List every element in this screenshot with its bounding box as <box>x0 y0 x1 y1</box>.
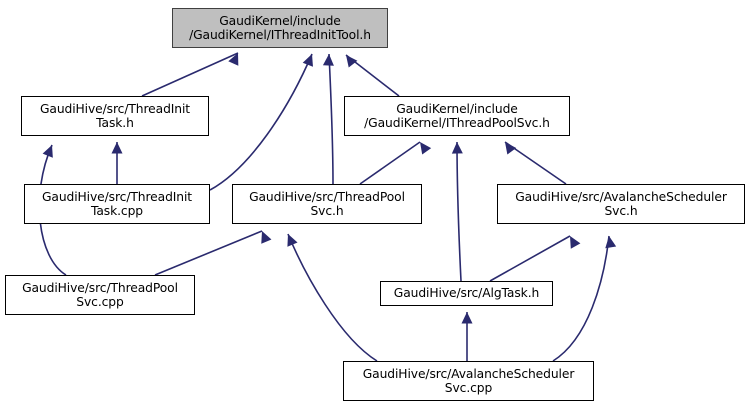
edge-avalancheschedulersvc_h-to-ithreadpoolsvc <box>504 141 567 185</box>
arrowhead-avalancheschedulersvc_h-to-ithreadpoolsvc <box>505 142 517 155</box>
edge-avalancheschedulersvc_cpp-to-avalancheschedulersvc_h <box>552 235 610 362</box>
arrowhead-avalancheschedulersvc_cpp-to-avalancheschedulersvc_h <box>605 236 617 249</box>
arrowhead-threadpoolsvc_cpp-to-threadinittask_h <box>42 145 53 158</box>
node-avalancheschedulersvc_h[interactable]: GaudiHive/src/AvalancheScheduler Svc.h <box>497 184 745 224</box>
edge-avalancheschedulersvc_cpp-to-threadpoolsvc_h <box>287 233 378 362</box>
edge-threadinittask_h-to-ithreadinittool <box>141 52 239 97</box>
node-label-threadinittask_h: GaudiHive/src/ThreadInit Task.h <box>39 101 191 131</box>
node-label-ithreadinittool: GaudiKernel/include /GaudiKernel/IThread… <box>189 13 371 43</box>
arrowhead-threadpoolsvc_cpp-to-threadpoolsvc_h <box>261 231 272 244</box>
node-threadinittask_h[interactable]: GaudiHive/src/ThreadInit Task.h <box>21 96 209 136</box>
node-avalancheschedulersvc_cpp[interactable]: GaudiHive/src/AvalancheScheduler Svc.cpp <box>343 361 594 401</box>
node-label-ithreadpoolsvc: GaudiKernel/include /GaudiKernel/IThread… <box>364 101 550 131</box>
node-threadpoolsvc_cpp[interactable]: GaudiHive/src/ThreadPool Svc.cpp <box>5 275 195 315</box>
arrowhead-threadinittask_cpp-to-ithreadinittool <box>302 54 313 67</box>
node-threadpoolsvc_h[interactable]: GaudiHive/src/ThreadPool Svc.h <box>232 184 422 224</box>
arrowhead-threadinittask_h-to-ithreadinittool <box>228 53 239 66</box>
node-ithreadinittool: GaudiKernel/include /GaudiKernel/IThread… <box>172 8 388 48</box>
arrowhead-threadpoolsvc_h-to-ithreadinittool <box>322 54 334 66</box>
node-label-threadinittask_cpp: GaudiHive/src/ThreadInit Task.cpp <box>41 189 193 219</box>
node-label-algtask_h: GaudiHive/src/AlgTask.h <box>393 286 540 301</box>
edge-threadpoolsvc_cpp-to-threadpoolsvc_h <box>154 230 263 276</box>
arrowhead-avalancheschedulersvc_cpp-to-threadpoolsvc_h <box>287 234 298 247</box>
node-label-threadpoolsvc_cpp: GaudiHive/src/ThreadPool Svc.cpp <box>22 280 178 310</box>
arrowhead-algtask_h-to-ithreadpoolsvc <box>451 142 463 154</box>
edge-algtask_h-to-avalancheschedulersvc_h <box>489 235 571 282</box>
arrowhead-threadinittask_cpp-to-threadinittask_h <box>111 142 123 154</box>
edge-threadpoolsvc_h-to-ithreadpoolsvc <box>359 141 421 185</box>
edge-algtask_h-to-ithreadpoolsvc <box>456 141 462 282</box>
node-algtask_h[interactable]: GaudiHive/src/AlgTask.h <box>380 281 553 306</box>
node-label-threadpoolsvc_h: GaudiHive/src/ThreadPool Svc.h <box>249 189 405 219</box>
node-threadinittask_cpp[interactable]: GaudiHive/src/ThreadInit Task.cpp <box>24 184 210 224</box>
edge-threadpoolsvc_h-to-ithreadinittool <box>328 53 334 185</box>
node-label-avalancheschedulersvc_h: GaudiHive/src/AvalancheScheduler Svc.h <box>515 189 727 219</box>
arrowhead-avalancheschedulersvc_cpp-to-algtask_h <box>461 312 473 324</box>
node-label-avalancheschedulersvc_cpp: GaudiHive/src/AvalancheScheduler Svc.cpp <box>362 366 575 396</box>
arrowhead-ithreadpoolsvc-to-ithreadinittool <box>346 55 358 68</box>
edge-threadinittask_cpp-to-ithreadinittool <box>209 53 313 191</box>
edge-ithreadpoolsvc-to-ithreadinittool <box>345 54 400 97</box>
arrowhead-threadpoolsvc_h-to-ithreadpoolsvc <box>420 142 432 155</box>
arrowhead-algtask_h-to-avalancheschedulersvc_h <box>570 236 581 249</box>
node-ithreadpoolsvc[interactable]: GaudiKernel/include /GaudiKernel/IThread… <box>344 96 570 136</box>
